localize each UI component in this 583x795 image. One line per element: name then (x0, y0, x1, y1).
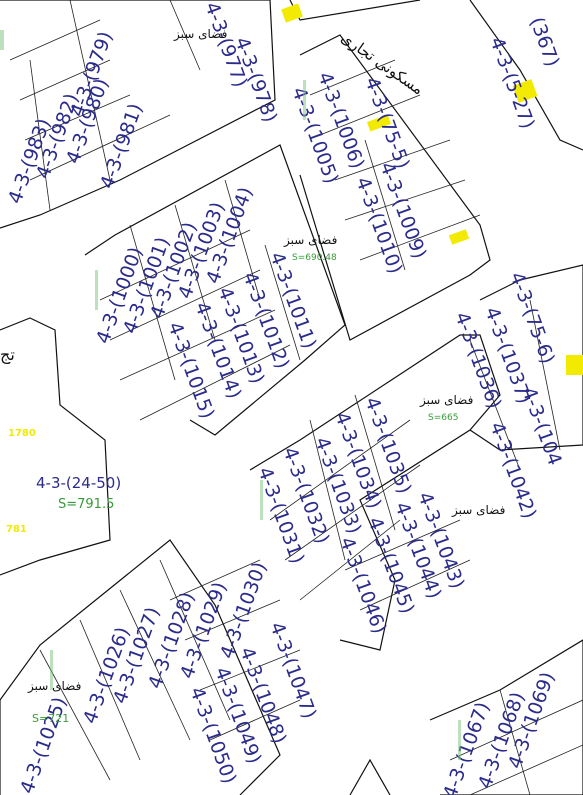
green-space-label-4: فضای سبز (451, 503, 505, 518)
green-space-label-5: فضای سبز (27, 679, 81, 694)
highlight-mark-2 (366, 114, 392, 132)
block-top-right-outline (469, 0, 583, 151)
highlight-mark-3 (512, 79, 538, 103)
green-space-area-3: S=665 (428, 413, 458, 423)
block-bottom-left-outline (0, 539, 281, 795)
parcel-104-label: 4-3-(104 (517, 384, 566, 468)
block-left-outline (0, 317, 111, 576)
green-space-label-1: فضای سبز (173, 27, 227, 42)
highlight-label-1780: 1780 (8, 428, 36, 439)
block-bottom-right-outline (429, 639, 583, 795)
green-space-label-3: فضای سبز (419, 393, 473, 408)
parcel-24-50-label: 4-3-(24-50) (36, 474, 121, 492)
block-right-outline (469, 264, 583, 451)
block-middle-right-outline (249, 334, 501, 651)
parcel-1025-label: 4-3-(1025) (16, 694, 71, 795)
block-top-middle-outline (289, 0, 421, 21)
parcel-24-50-area: S=791.5 (58, 497, 114, 512)
highlight-mark-5 (566, 355, 583, 375)
green-space-label-2: فضای سبز (283, 233, 337, 248)
block-commercial-outline (299, 34, 491, 341)
block-bottom-mid-outline (349, 758, 391, 795)
block-top-left-outline (0, 0, 276, 229)
block-central-outline (84, 144, 346, 436)
parcel-1030-label: 4-3-(1030) (216, 559, 271, 662)
green-space-area-5: S=721 (32, 712, 69, 725)
highlight-mark-4 (448, 229, 470, 245)
area-strips (0, 30, 461, 760)
highlight-mark-1 (281, 3, 303, 23)
parcel-367-label: (367) (525, 14, 563, 70)
green-space-area-2: S=690.48 (292, 253, 337, 263)
parcel-dividers (9, 0, 583, 795)
highlight-label-781: 781 (6, 524, 27, 535)
left-edge-text: تج (0, 345, 15, 364)
